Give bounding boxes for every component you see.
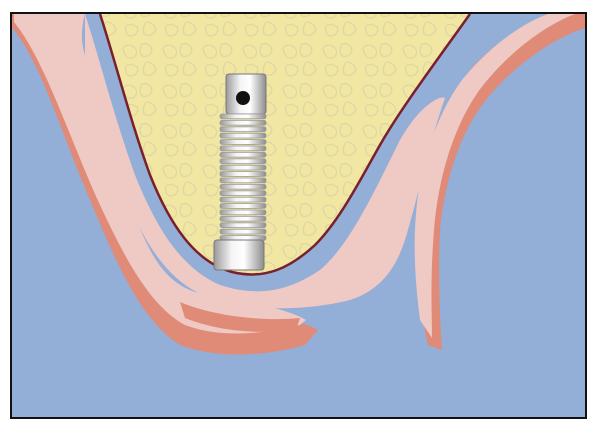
implant-thread — [220, 172, 266, 177]
implant-thread — [220, 223, 266, 228]
implant-thread — [220, 152, 266, 157]
implant-thread — [220, 159, 266, 164]
implant-thread — [220, 120, 266, 125]
implant-thread — [220, 191, 266, 196]
implant-collar — [214, 240, 264, 270]
implant-thread — [220, 133, 266, 138]
implant-thread — [220, 127, 266, 132]
implant-thread — [220, 184, 266, 189]
implant-thread — [220, 216, 266, 221]
implant-thread — [220, 197, 266, 202]
implant-thread — [220, 178, 266, 183]
implant-thread — [220, 114, 266, 119]
implant-thread — [220, 229, 266, 234]
implant-port-dot-icon — [236, 91, 250, 105]
implant-thread — [220, 146, 266, 151]
implant-thread — [220, 140, 266, 145]
implant-thread — [220, 204, 266, 209]
implant-thread — [220, 210, 266, 215]
implant-thread — [220, 165, 266, 170]
